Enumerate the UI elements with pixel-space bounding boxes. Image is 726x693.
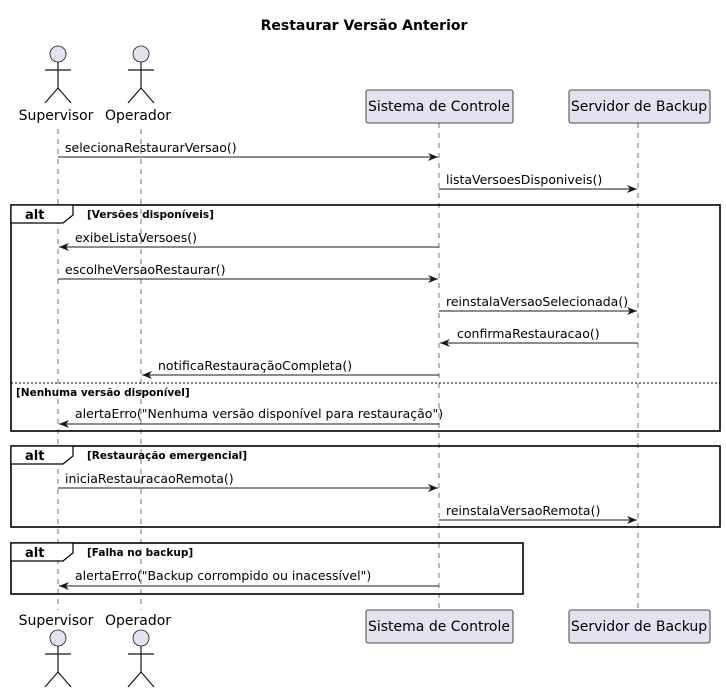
message-label: listaVersoesDisponiveis() xyxy=(446,172,602,187)
fragment-tab xyxy=(10,542,74,562)
message: confirmaRestauracao() xyxy=(440,326,638,347)
participant-box xyxy=(365,89,514,124)
message-label: alertaErro("Backup corrompido ou inacess… xyxy=(75,568,371,583)
participant-box xyxy=(568,89,711,124)
message: notificaRestauraçãoCompleta() xyxy=(142,358,439,379)
message: reinstalaVersaoSelecionada() xyxy=(439,294,637,315)
message: exibeListaVersoes() xyxy=(59,230,439,251)
actor-operador-top: Operador xyxy=(105,45,171,124)
fragment-keyword: alt xyxy=(25,208,44,223)
message-label: confirmaRestauracao() xyxy=(457,326,600,341)
participants-bottom: Supervisor Operador Sistema de Co xyxy=(19,609,711,688)
message-label: reinstalaVersaoSelecionada() xyxy=(446,294,628,309)
arrowhead-icon xyxy=(627,185,637,193)
actor-label: Operador xyxy=(105,613,171,629)
message-label: reinstalaVersaoRemota() xyxy=(446,503,600,518)
fragment-guard: [Restauração emergencial] xyxy=(87,450,247,462)
diagram-title: Restaurar Versão Anterior xyxy=(261,18,468,34)
message-label: exibeListaVersoes() xyxy=(75,230,197,245)
message: alertaErro("Backup corrompido ou inacess… xyxy=(59,568,439,590)
participant-servidor-bottom: Servidor de Backup xyxy=(568,609,711,644)
messages: selecionaRestaurarVersao() listaVersoesD… xyxy=(58,140,638,590)
fragment-frame xyxy=(10,542,524,595)
arrowhead-icon xyxy=(59,582,69,590)
fragment-guard: [Versões disponíveis] xyxy=(87,209,214,221)
message: escolheVersaoRestaurar() xyxy=(58,262,438,283)
arrowhead-icon xyxy=(428,153,438,161)
fragment-keyword: alt xyxy=(25,546,44,561)
arrowhead-icon xyxy=(59,420,69,428)
arrowhead-icon xyxy=(59,243,69,251)
participant-box xyxy=(568,609,711,644)
fragment-alt-falha: alt [Falha no backup] xyxy=(10,542,524,595)
fragment-guard: [Falha no backup] xyxy=(87,547,193,559)
fragment-alt-emergencial: alt [Restauração emergencial] xyxy=(10,445,721,528)
actor-supervisor-bottom: Supervisor xyxy=(19,613,94,688)
message-label: selecionaRestaurarVersao() xyxy=(65,140,237,155)
stick-figure-icon xyxy=(127,45,155,104)
fragment-else-guard: [Nenhuma versão disponível] xyxy=(16,387,190,399)
message-label: escolheVersaoRestaurar() xyxy=(65,262,226,277)
participants-top: Supervisor Operador Sistema de Controle … xyxy=(19,45,711,124)
actor-operador-bottom: Operador xyxy=(105,613,171,688)
message-label: notificaRestauraçãoCompleta() xyxy=(158,358,352,373)
actor-supervisor-top: Supervisor xyxy=(19,45,94,124)
participant-box xyxy=(365,609,514,644)
participant-label: Sistema de Controle xyxy=(368,619,510,635)
participant-label: Sistema de Controle xyxy=(368,99,510,115)
fragment-frame xyxy=(10,204,721,432)
actor-label: Supervisor xyxy=(19,613,94,629)
participant-label: Servidor de Backup xyxy=(571,99,707,115)
stick-figure-icon xyxy=(44,629,72,688)
actor-label: Supervisor xyxy=(19,108,94,124)
stick-figure-icon xyxy=(127,629,155,688)
message: listaVersoesDisponiveis() xyxy=(439,172,637,193)
message: selecionaRestaurarVersao() xyxy=(58,140,438,161)
actor-label: Operador xyxy=(105,108,171,124)
message-label: iniciaRestauracaoRemota() xyxy=(65,471,234,486)
message-label: alertaErro("Nenhuma versão disponível pa… xyxy=(75,406,443,421)
arrowhead-icon xyxy=(627,516,637,524)
participant-sistema-bottom: Sistema de Controle xyxy=(365,609,514,644)
participant-servidor-top: Servidor de Backup xyxy=(568,89,711,124)
fragment-frame xyxy=(10,445,721,528)
participant-label: Servidor de Backup xyxy=(571,619,707,635)
fragment-alt-versoes: alt [Versões disponíveis] [Nenhuma versã… xyxy=(10,204,721,432)
stick-figure-icon xyxy=(44,45,72,104)
arrowhead-icon xyxy=(627,307,637,315)
fragment-keyword: alt xyxy=(25,449,44,464)
arrowhead-icon xyxy=(428,275,438,283)
message: iniciaRestauracaoRemota() xyxy=(58,471,438,492)
fragment-tab xyxy=(10,445,74,465)
arrowhead-icon xyxy=(142,371,152,379)
fragment-tab xyxy=(10,204,74,224)
arrowhead-icon xyxy=(440,339,450,347)
message: alertaErro("Nenhuma versão disponível pa… xyxy=(59,406,443,428)
participant-sistema-top: Sistema de Controle xyxy=(365,89,514,124)
arrowhead-icon xyxy=(428,484,438,492)
message: reinstalaVersaoRemota() xyxy=(439,503,637,524)
